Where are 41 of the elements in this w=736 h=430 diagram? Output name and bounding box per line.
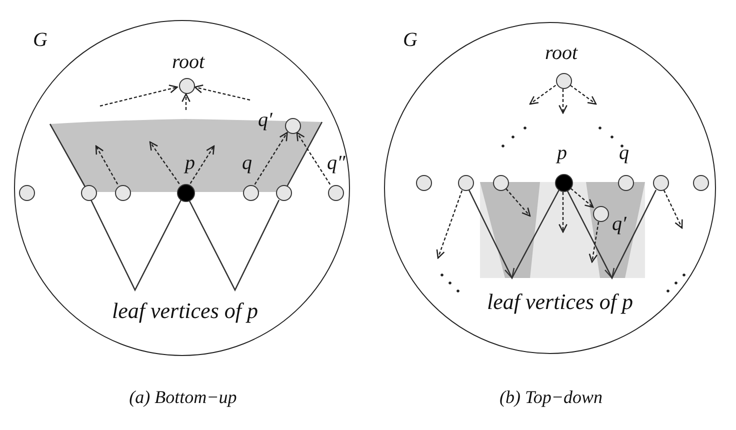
dashed-arrow [570,188,594,208]
graph-label: G [403,29,418,51]
dashed-arrow [190,145,215,184]
vertex-circle [19,185,35,201]
dashed-arrow [570,84,597,105]
vertex-circle [653,175,669,191]
dashed-arrow [296,132,331,185]
region-label: leaf vertices of p [112,300,258,322]
vertex-circle [81,185,97,201]
figure-caption: (b) Top−down [500,386,602,408]
vertex-label: q′ [258,109,272,131]
vertex-circle [458,175,474,191]
dashed-arrow [558,192,568,233]
vertex-circle [115,185,131,201]
dashed-arrow [194,84,250,101]
dashed-arrow [100,84,178,107]
region-label: leaf vertices of p [487,291,633,313]
dashed-arrow [254,132,288,185]
vertex-label: q′ [612,213,626,235]
dashed-arrow [529,84,556,105]
dashed-arrow [558,89,568,114]
vertex-label: q [619,142,629,164]
vertex-label: root [172,51,205,73]
dashed-arrow [436,190,463,259]
vertex-label: p [185,152,195,174]
vertex-label: root [545,42,578,64]
dashed-arrow [588,222,600,263]
vertex-label: p [557,142,567,164]
dashed-arrow [506,188,531,217]
dashed-arrow [663,190,683,229]
vertex-circle [493,175,509,191]
figure-caption: (a) Bottom−up [129,386,237,408]
dashed-arrow [182,93,190,110]
vertex-circle [276,185,292,201]
vertex-label: q″ [327,152,346,174]
graph-label: G [33,29,48,51]
vertex-label: q [242,152,252,174]
vertex-circle [693,175,709,191]
dashed-arrow [149,141,180,184]
dashed-arrow [95,145,118,184]
vertex-circle [416,175,432,191]
